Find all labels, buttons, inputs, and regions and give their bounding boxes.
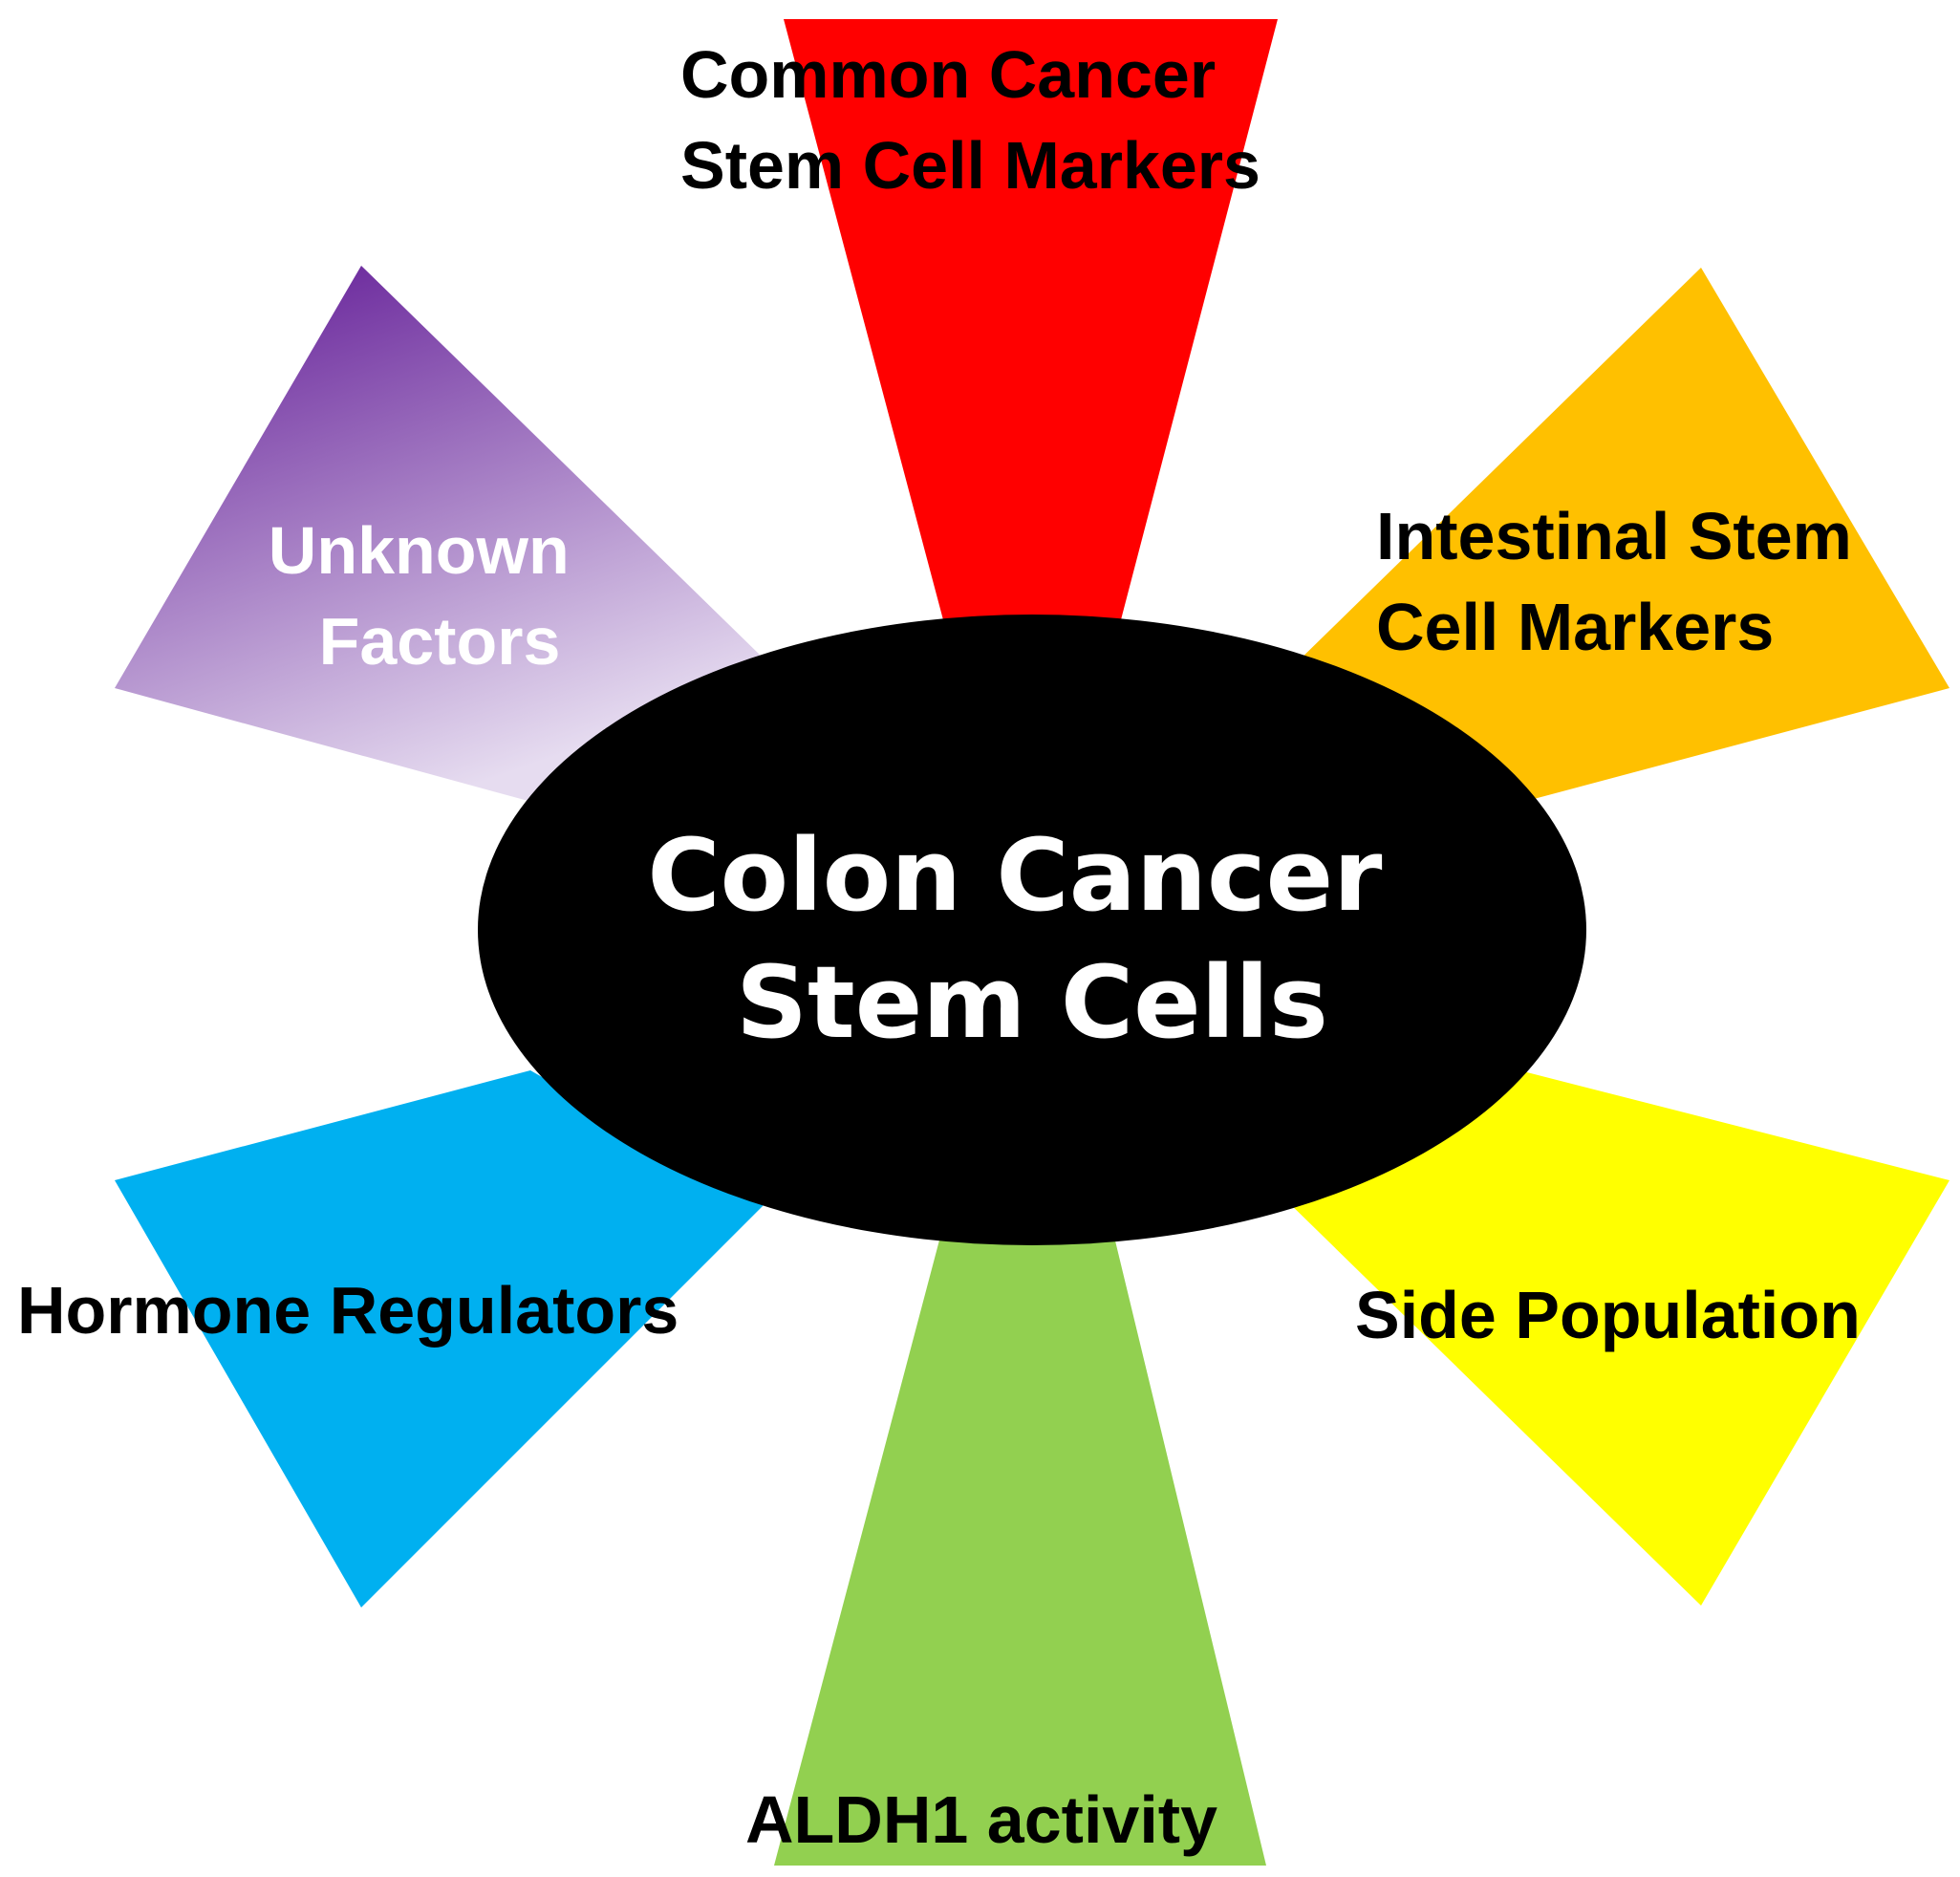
- petal-side-population: [1281, 1070, 1949, 1606]
- label-side-population: Side Population: [1355, 1278, 1861, 1352]
- center-ellipse: [478, 615, 1586, 1245]
- label-aldh1-activity: ALDH1 activity: [745, 1782, 1217, 1857]
- label-line: Common Cancer: [680, 37, 1216, 112]
- center-label-line: Stem Cells: [736, 944, 1328, 1061]
- label-line: Stem Cell Markers: [680, 128, 1260, 203]
- label-line: Side Population: [1355, 1278, 1861, 1352]
- petal-intestinal-stem-cell-markers: [1290, 268, 1949, 803]
- label-line: ALDH1 activity: [745, 1782, 1217, 1857]
- label-line: Factors: [319, 604, 561, 679]
- label-line: Intestinal Stem: [1376, 499, 1852, 573]
- label-line: Unknown: [269, 513, 570, 588]
- center-label: Colon Cancer Stem Cells: [647, 817, 1416, 1061]
- petal-aldh1-activity: [774, 1233, 1266, 1866]
- label-unknown-factors: Unknown Factors: [269, 513, 588, 679]
- petal-hormone-regulators: [115, 1070, 765, 1607]
- label-intestinal-stem-cell-markers: Intestinal Stem Cell Markers: [1376, 499, 1870, 664]
- petal-unknown-factors: [115, 266, 765, 803]
- label-line: Hormone Regulators: [17, 1273, 678, 1348]
- petal-common-cancer-stem-cell-markers: [784, 19, 1278, 631]
- center-label-line: Colon Cancer: [647, 817, 1382, 934]
- label-common-cancer-stem-cell-markers: Common Cancer Stem Cell Markers: [680, 37, 1260, 203]
- label-hormone-regulators: Hormone Regulators: [17, 1273, 678, 1348]
- label-line: Cell Markers: [1376, 590, 1774, 664]
